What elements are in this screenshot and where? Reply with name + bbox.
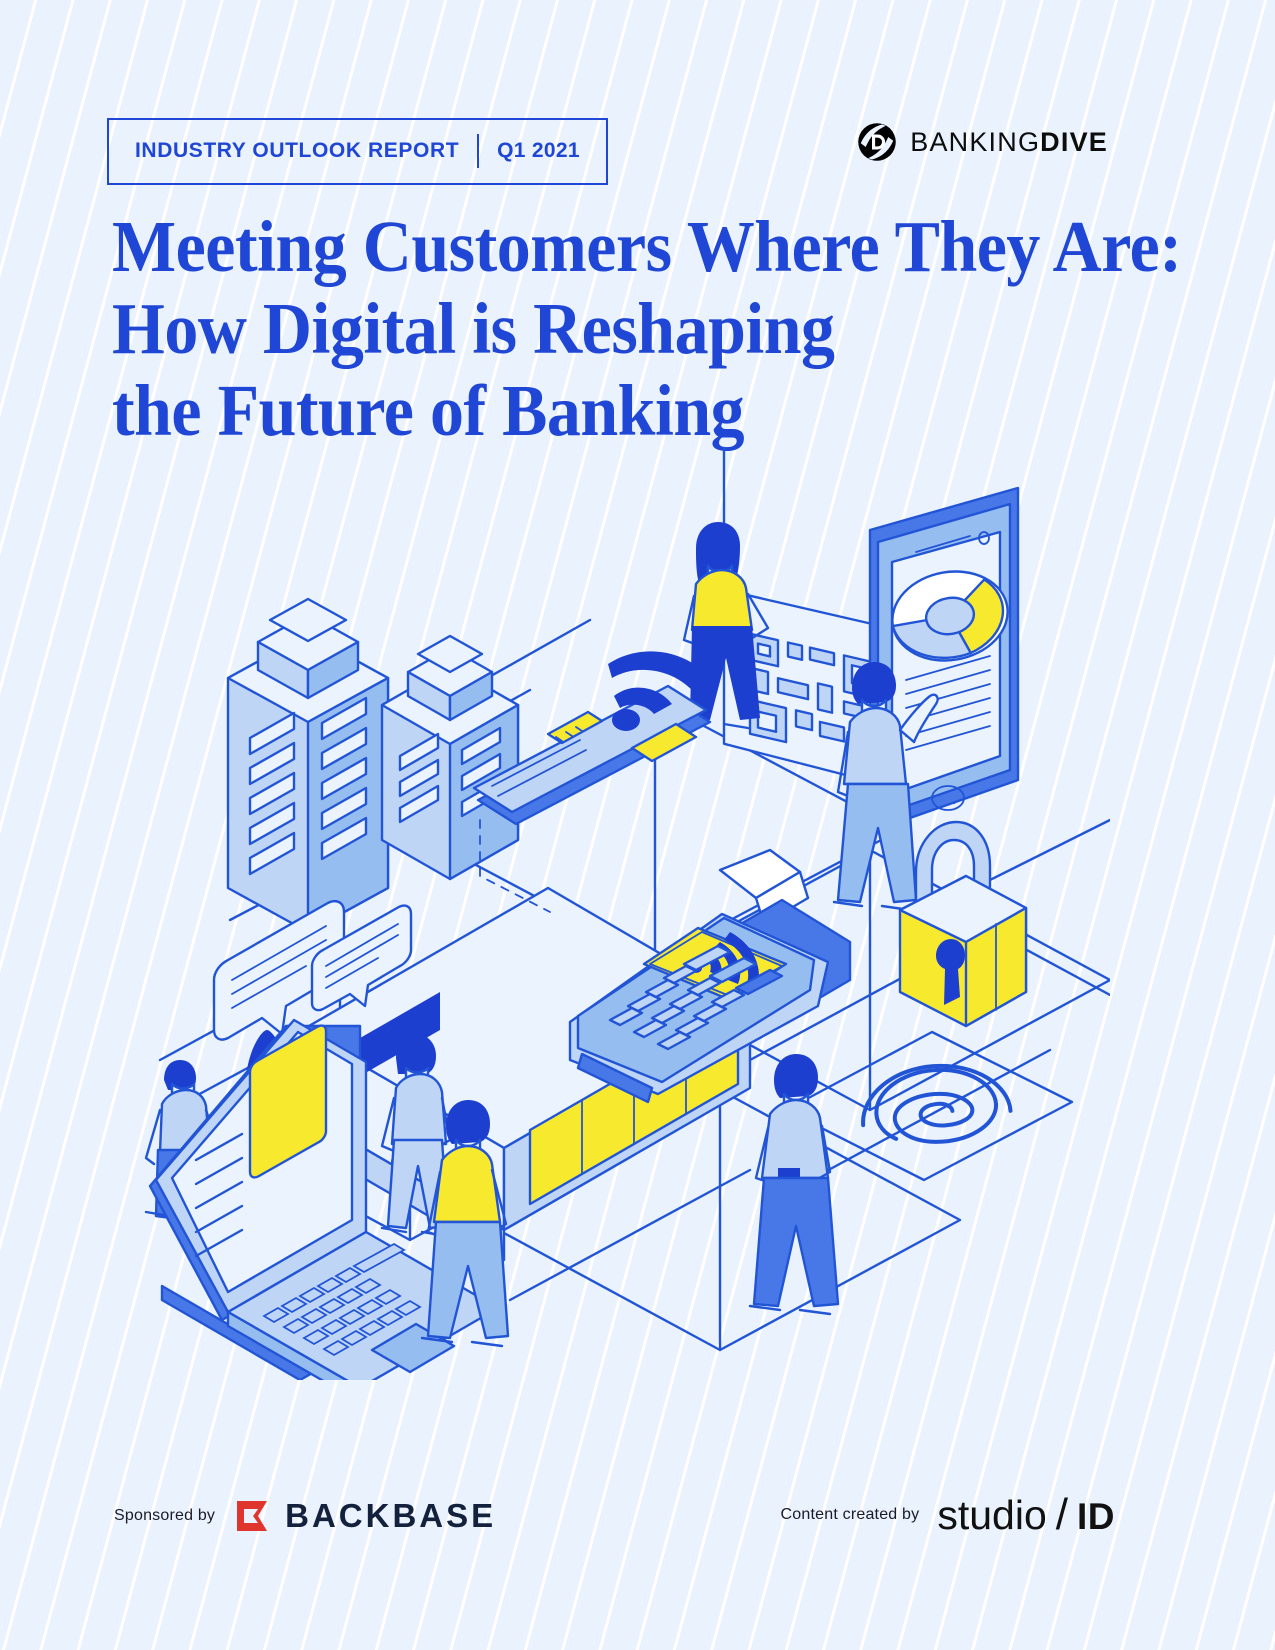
studio-word: studio bbox=[937, 1492, 1047, 1538]
contactless-credit-card bbox=[472, 651, 712, 913]
badge-divider bbox=[477, 134, 480, 168]
laptop-keyboard bbox=[262, 1242, 422, 1357]
title-line-1: Meeting Customers Where They Are: bbox=[112, 206, 1182, 287]
person-with-phone-at-branch bbox=[380, 1034, 452, 1238]
banking-dive-logo: BANKINGDIVE bbox=[857, 122, 1108, 162]
donut-chart bbox=[891, 570, 1009, 662]
card-payment-terminal bbox=[568, 848, 852, 1104]
man-pointing-at-phone bbox=[832, 662, 939, 912]
brand-wordmark: BANKINGDIVE bbox=[910, 127, 1108, 158]
brand-word-banking: BANKING bbox=[910, 126, 1041, 157]
laptop-with-yellow-screen bbox=[148, 1018, 500, 1380]
sponsor-footer: Sponsored by BACKBASE bbox=[114, 1497, 496, 1535]
badge-label: INDUSTRY OUTLOOK REPORT bbox=[135, 139, 460, 162]
backbase-wordmark: BACKBASE bbox=[285, 1497, 497, 1534]
person-at-laptop bbox=[420, 1100, 510, 1348]
content-created-by-label: Content created by bbox=[780, 1506, 920, 1523]
report-type-badge: INDUSTRY OUTLOOK REPORT Q1 2021 bbox=[107, 118, 608, 185]
brand-word-dive: DIVE bbox=[1040, 126, 1108, 157]
badge-quarter: Q1 2021 bbox=[497, 139, 580, 162]
banking-dive-circle-d-icon bbox=[858, 123, 896, 161]
creator-footer: Content created by studio / ID bbox=[781, 1490, 1115, 1540]
terminal-keypad bbox=[608, 944, 784, 1051]
chat-bubbles bbox=[212, 900, 413, 1041]
tower1-windows bbox=[248, 696, 368, 876]
backbase-logo: BACKBASE bbox=[235, 1497, 496, 1535]
contactless-waves-icon bbox=[608, 651, 710, 731]
yellow-padlock bbox=[898, 820, 1028, 1028]
studio-slash: / bbox=[1055, 1490, 1068, 1539]
backbase-arrow-mark-icon bbox=[237, 1501, 268, 1531]
phone-text-lines bbox=[905, 655, 991, 751]
fingerprint-scanner bbox=[784, 1030, 1074, 1182]
sponsored-by-label: Sponsored by bbox=[114, 1507, 216, 1524]
title-line-3: the Future of Banking bbox=[112, 370, 745, 451]
title-line-2: How Digital is Reshaping bbox=[112, 288, 835, 369]
office-towers bbox=[226, 597, 520, 934]
isometric-banking-illustration: .ln { fill:none; stroke:#2255d6; stroke-… bbox=[144, 446, 1110, 1380]
woman-at-qr-panel bbox=[678, 522, 770, 730]
studio-id-word: ID bbox=[1077, 1496, 1115, 1537]
page-title: Meeting Customers Where They Are: How Di… bbox=[112, 206, 1182, 456]
laptop-text-lines bbox=[194, 1132, 244, 1258]
studio-id-logo: studio / ID bbox=[937, 1490, 1115, 1540]
person-with-phone-bottom-right bbox=[748, 1054, 840, 1316]
fingerprint-icon bbox=[861, 1063, 1013, 1144]
